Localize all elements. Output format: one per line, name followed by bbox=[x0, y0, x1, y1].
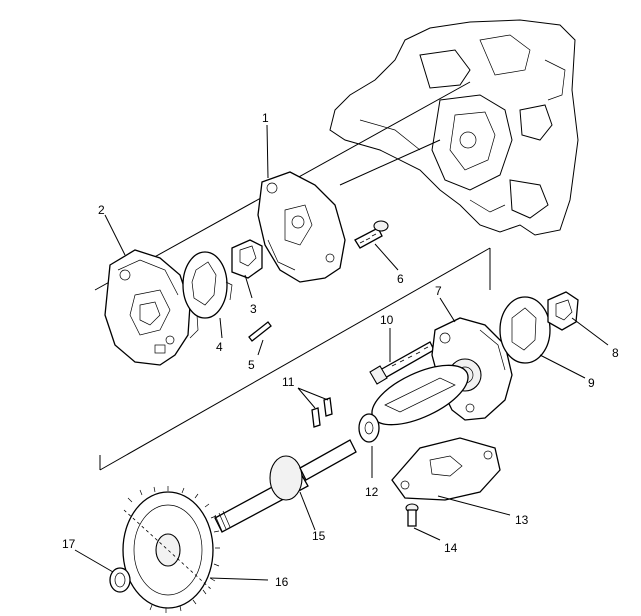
screw-part-6 bbox=[354, 220, 389, 249]
callout-11: 11 bbox=[282, 375, 295, 389]
callout-6: 6 bbox=[397, 272, 404, 286]
inner-rotor-part-3 bbox=[231, 239, 263, 279]
callout-2: 2 bbox=[98, 203, 105, 217]
alignment-line-shaft bbox=[339, 139, 441, 186]
callout-13: 13 bbox=[515, 513, 529, 527]
alignment-line-mid bbox=[99, 247, 491, 471]
callout-7: 7 bbox=[435, 284, 442, 298]
callout-3: 3 bbox=[250, 302, 257, 316]
callout-17: 17 bbox=[62, 537, 76, 551]
callout-12: 12 bbox=[365, 485, 379, 499]
callout-8: 8 bbox=[612, 346, 619, 360]
gear-part-16 bbox=[122, 486, 220, 613]
washer-part-12 bbox=[358, 413, 380, 443]
crankcase-housing bbox=[329, 19, 579, 236]
cover-part-13 bbox=[391, 437, 501, 501]
pump-plate-part-1 bbox=[257, 171, 346, 283]
pins-part-11 bbox=[311, 397, 333, 428]
callout-1: 1 bbox=[262, 111, 269, 125]
callout-14: 14 bbox=[444, 541, 458, 555]
callout-16: 16 bbox=[275, 575, 289, 589]
callout-5: 5 bbox=[248, 358, 255, 372]
outer-rotor-part-4 bbox=[182, 251, 233, 319]
callout-10: 10 bbox=[380, 313, 394, 327]
callout-9: 9 bbox=[588, 376, 595, 390]
leader-lines bbox=[74, 124, 609, 581]
outer-rotor-part-9 bbox=[499, 296, 551, 364]
ring-part-17 bbox=[109, 567, 131, 593]
shaft-part-15 bbox=[214, 439, 357, 533]
callout-15: 15 bbox=[312, 529, 326, 543]
pump-body-part-2 bbox=[104, 249, 199, 366]
inner-rotor-part-8 bbox=[547, 291, 579, 331]
pin-part-5 bbox=[248, 321, 272, 342]
screw-part-14 bbox=[405, 503, 419, 527]
callout-4: 4 bbox=[216, 340, 223, 354]
